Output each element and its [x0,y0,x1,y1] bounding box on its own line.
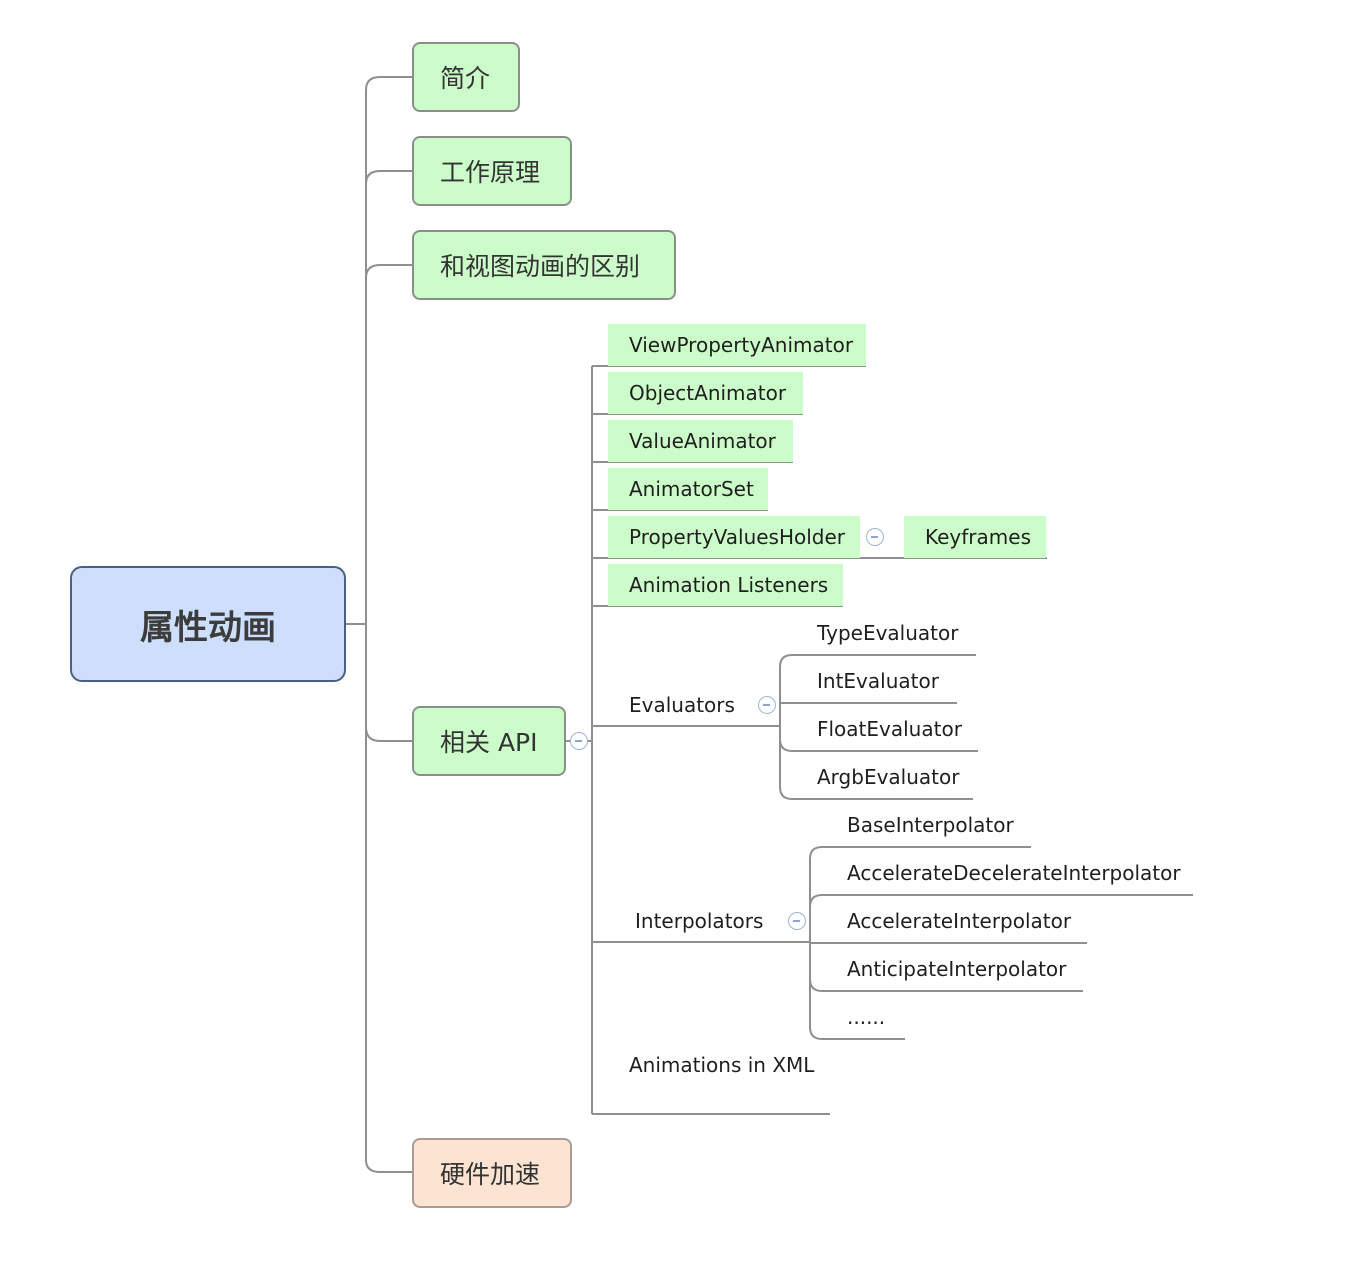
topic-interpolators[interactable]: Interpolators [614,900,784,942]
topic-intro[interactable]: 简介 [412,42,520,112]
topic-anticipate-interpolator[interactable]: AnticipateInterpolator [826,948,1082,990]
topic-principle-label: 工作原理 [440,158,541,187]
collapse-api-icon[interactable] [570,732,588,750]
topic-type-evaluator[interactable]: TypeEvaluator [796,612,976,654]
topic-value-animator[interactable]: ValueAnimator [608,420,793,462]
connector-principle [365,170,414,185]
collapse-property-values-holder-icon[interactable] [866,528,884,546]
connector-intro [365,76,414,91]
topic-label: BaseInterpolator [847,813,1014,837]
topic-label: AnticipateInterpolator [847,957,1067,981]
topic-object-animator[interactable]: ObjectAnimator [608,372,803,414]
collapse-interpolators-icon[interactable] [788,912,806,930]
topic-int-evaluator[interactable]: IntEvaluator [796,660,956,702]
topic-hardware[interactable]: 硬件加速 [412,1138,572,1208]
root-topic-label: 属性动画 [140,607,276,648]
underline-accel-decel-interpolator [809,894,1193,908]
topic-label: ValueAnimator [629,429,776,453]
topic-animations-in-xml[interactable]: Animations in XML [608,1044,828,1086]
topic-label: Keyframes [925,525,1031,549]
connector-api [365,726,414,742]
topic-label: IntEvaluator [817,669,939,693]
topic-accelerate-decelerate-interpolator[interactable]: AccelerateDecelerateInterpolator [826,852,1192,894]
collapse-evaluators-icon[interactable] [758,696,776,714]
topic-animator-set[interactable]: AnimatorSet [608,468,768,510]
topic-label: ArgbEvaluator [817,765,960,789]
connector-hardware [365,1159,414,1173]
underline-argb-evaluator [779,786,973,800]
topic-label: AnimatorSet [629,477,754,501]
topic-keyframes[interactable]: Keyframes [904,516,1046,558]
topic-label: FloatEvaluator [817,717,962,741]
topic-label: ...... [847,1005,886,1029]
underline-float-evaluator [779,738,978,752]
topic-base-interpolator[interactable]: BaseInterpolator [826,804,1030,846]
topic-label: Animations in XML [629,1053,815,1077]
topic-label: Evaluators [629,693,735,717]
topic-hardware-label: 硬件加速 [440,1160,541,1189]
underline-base-interpolator [809,846,1031,860]
topic-label: AccelerateInterpolator [847,909,1072,933]
topic-intro-label: 简介 [440,64,491,93]
topic-label: Animation Listeners [629,573,829,597]
topic-float-evaluator[interactable]: FloatEvaluator [796,708,978,750]
topic-more-interpolators[interactable]: ...... [826,996,904,1038]
connector-difference [365,264,414,279]
topic-label: ObjectAnimator [629,381,787,405]
topic-principle[interactable]: 工作原理 [412,136,572,206]
topic-difference-label: 和视图动画的区别 [440,252,641,281]
topic-label: ViewPropertyAnimator [629,333,854,357]
topic-label: PropertyValuesHolder [629,525,846,549]
topic-argb-evaluator[interactable]: ArgbEvaluator [796,756,972,798]
topic-api[interactable]: 相关 API [412,706,566,776]
topic-label: TypeEvaluator [817,621,959,645]
topic-difference[interactable]: 和视图动画的区别 [412,230,676,300]
underline-type-evaluator [779,654,976,668]
topic-property-values-holder[interactable]: PropertyValuesHolder [608,516,860,558]
topic-label: AccelerateDecelerateInterpolator [847,861,1181,885]
topic-view-property-animator[interactable]: ViewPropertyAnimator [608,324,866,366]
underline-anticipate-interpolator [809,978,1083,992]
topic-animation-listeners[interactable]: Animation Listeners [608,564,843,606]
topic-accelerate-interpolator[interactable]: AccelerateInterpolator [826,900,1086,942]
topic-api-label: 相关 API [440,728,538,757]
underline-more-interpolators [809,1026,905,1040]
root-topic[interactable]: 属性动画 [70,566,346,682]
topic-label: Interpolators [635,909,764,933]
topic-evaluators[interactable]: Evaluators [608,684,758,726]
